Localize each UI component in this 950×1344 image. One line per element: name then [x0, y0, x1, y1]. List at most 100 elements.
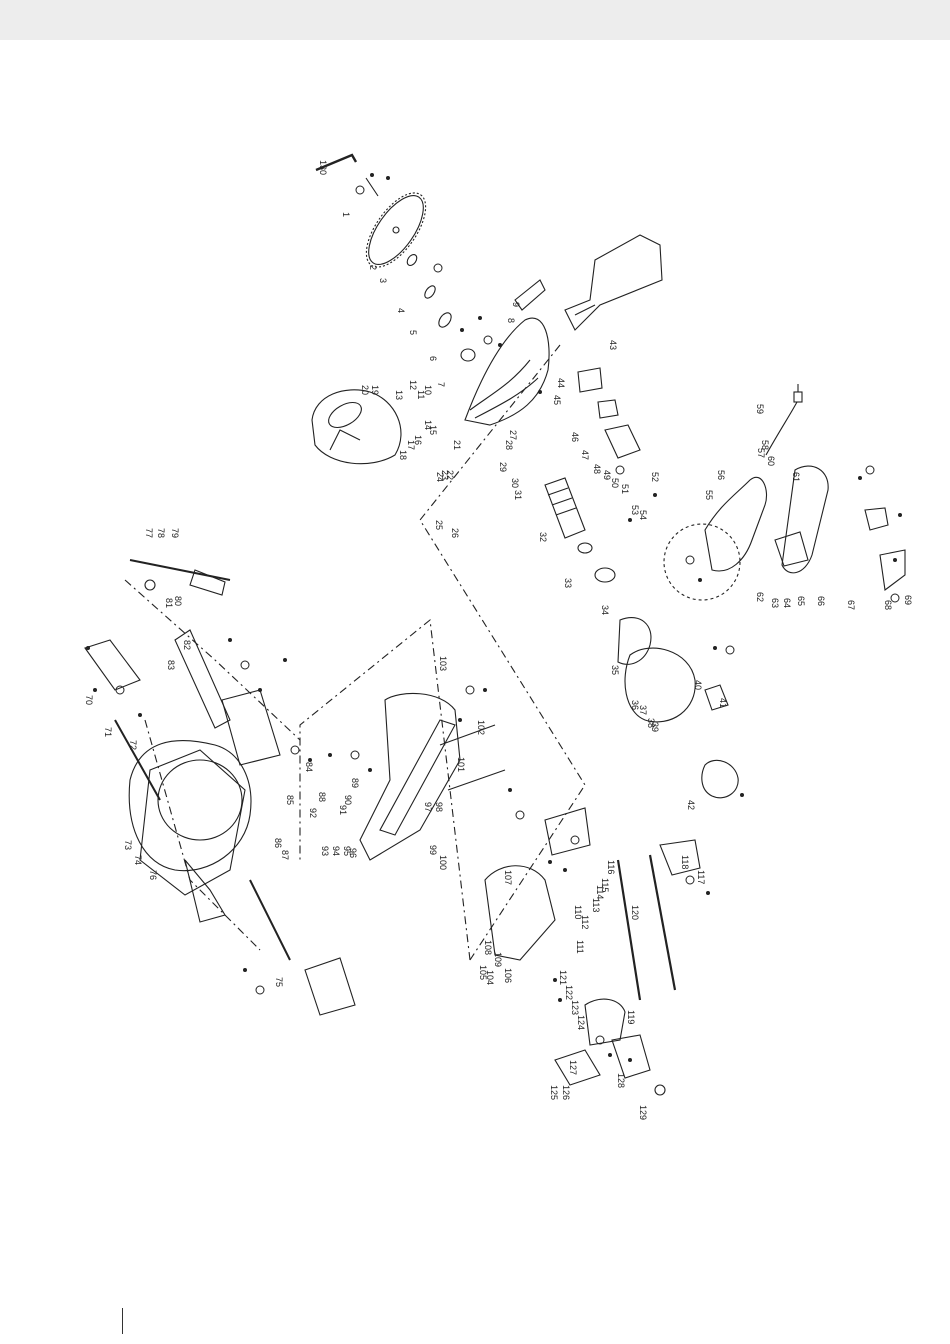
part-label-99: 99 — [428, 845, 438, 855]
part-label-92: 92 — [308, 808, 318, 818]
part-label-109: 109 — [493, 952, 503, 967]
allen-key-icon — [315, 153, 358, 172]
part-label-30: 30 — [510, 478, 520, 488]
fastener-marker — [355, 185, 365, 195]
part-label-37: 37 — [638, 705, 648, 715]
part-label-9: 9 — [511, 302, 521, 307]
part-label-27: 27 — [508, 430, 518, 440]
part-label-53: 53 — [630, 505, 640, 515]
part-label-76: 76 — [148, 870, 158, 880]
fastener-marker — [240, 660, 250, 670]
fastener-marker — [370, 173, 374, 177]
part-label-14: 14 — [423, 420, 433, 430]
part-label-18: 18 — [398, 450, 408, 460]
fastener-marker — [548, 860, 552, 864]
part-label-66: 66 — [816, 596, 826, 606]
part-label-94: 94 — [331, 846, 341, 856]
fastener-marker — [308, 758, 312, 762]
part-label-123: 123 — [570, 1000, 580, 1015]
part-label-91: 91 — [338, 805, 348, 815]
fastener-marker — [893, 558, 897, 562]
fastener-marker — [595, 1035, 605, 1045]
part-label-83: 83 — [166, 660, 176, 670]
part-label-117: 117 — [696, 870, 706, 884]
footer-rule — [122, 1308, 123, 1334]
part-label-130: 130 — [318, 160, 328, 175]
fastener-marker — [483, 335, 493, 345]
part-label-51: 51 — [620, 484, 630, 494]
part-label-13: 13 — [394, 390, 404, 400]
part-label-111: 111 — [575, 940, 585, 954]
part-label-62: 62 — [755, 592, 765, 602]
part-label-104: 104 — [485, 970, 495, 985]
fastener-marker — [498, 343, 502, 347]
fastener-marker — [433, 263, 443, 273]
fastener-markers — [86, 173, 902, 1062]
part-label-97: 97 — [423, 802, 433, 812]
part-label-56: 56 — [716, 470, 726, 480]
fastener-marker — [685, 555, 695, 565]
part-label-24: 24 — [435, 472, 445, 482]
fastener-marker — [615, 465, 625, 475]
part-label-115: 115 — [600, 878, 610, 892]
part-label-7: 7 — [436, 382, 446, 387]
fastener-marker — [258, 688, 262, 692]
part-label-60: 60 — [766, 456, 776, 466]
part-label-55: 55 — [704, 490, 714, 500]
power-plug-icon — [765, 384, 803, 456]
part-label-96: 96 — [348, 848, 358, 858]
part-label-100: 100 — [438, 855, 448, 870]
part-label-8: 8 — [506, 318, 516, 323]
part-label-21: 21 — [452, 440, 462, 450]
part-label-35: 35 — [610, 665, 620, 675]
part-label-39: 39 — [650, 722, 660, 732]
part-label-129: 129 — [638, 1105, 648, 1120]
part-label-61: 61 — [791, 472, 801, 482]
part-label-47: 47 — [580, 450, 590, 460]
part-label-78: 78 — [156, 528, 166, 538]
part-label-59: 59 — [755, 404, 765, 414]
part-label-44: 44 — [556, 378, 566, 388]
part-label-57: 57 — [756, 448, 766, 458]
part-label-26: 26 — [450, 528, 460, 538]
part-label-98: 98 — [434, 802, 444, 812]
part-label-10: 10 — [423, 385, 433, 395]
diagram-canvas: 1234567891011121314151617181920212223242… — [84, 153, 913, 1120]
fastener-marker — [890, 593, 900, 603]
part-label-121: 121 — [558, 970, 568, 985]
part-label-126: 126 — [561, 1085, 571, 1100]
part-label-110: 110 — [573, 905, 583, 919]
part-label-6: 6 — [428, 356, 438, 361]
part-label-119: 119 — [626, 1010, 636, 1024]
fastener-marker — [386, 176, 390, 180]
part-label-128: 128 — [616, 1073, 626, 1088]
part-label-17: 17 — [406, 440, 416, 450]
fastener-marker — [898, 513, 902, 517]
part-label-31: 31 — [513, 490, 523, 500]
part-label-70: 70 — [84, 695, 94, 705]
fastener-marker — [368, 768, 372, 772]
fastener-marker — [653, 493, 657, 497]
part-label-11: 11 — [416, 390, 426, 399]
part-label-89: 89 — [350, 778, 360, 788]
part-label-16: 16 — [413, 435, 423, 445]
part-label-95: 95 — [342, 846, 352, 856]
part-label-42: 42 — [686, 800, 696, 810]
part-label-12: 12 — [408, 380, 418, 390]
part-label-84: 84 — [304, 762, 314, 772]
fastener-marker — [350, 750, 360, 760]
part-label-32: 32 — [538, 532, 548, 542]
fastener-marker — [478, 316, 482, 320]
fastener-marker — [508, 788, 512, 792]
fastener-marker — [685, 875, 695, 885]
fastener-marker — [243, 968, 247, 972]
fastener-marker — [713, 646, 717, 650]
fastener-marker — [698, 578, 702, 582]
fastener-marker — [86, 646, 90, 650]
part-label-1: 1 — [341, 212, 351, 217]
saw-blade-icon — [365, 192, 427, 268]
fastener-marker — [458, 718, 462, 722]
part-label-105: 105 — [478, 965, 488, 980]
part-label-72: 72 — [128, 740, 138, 750]
